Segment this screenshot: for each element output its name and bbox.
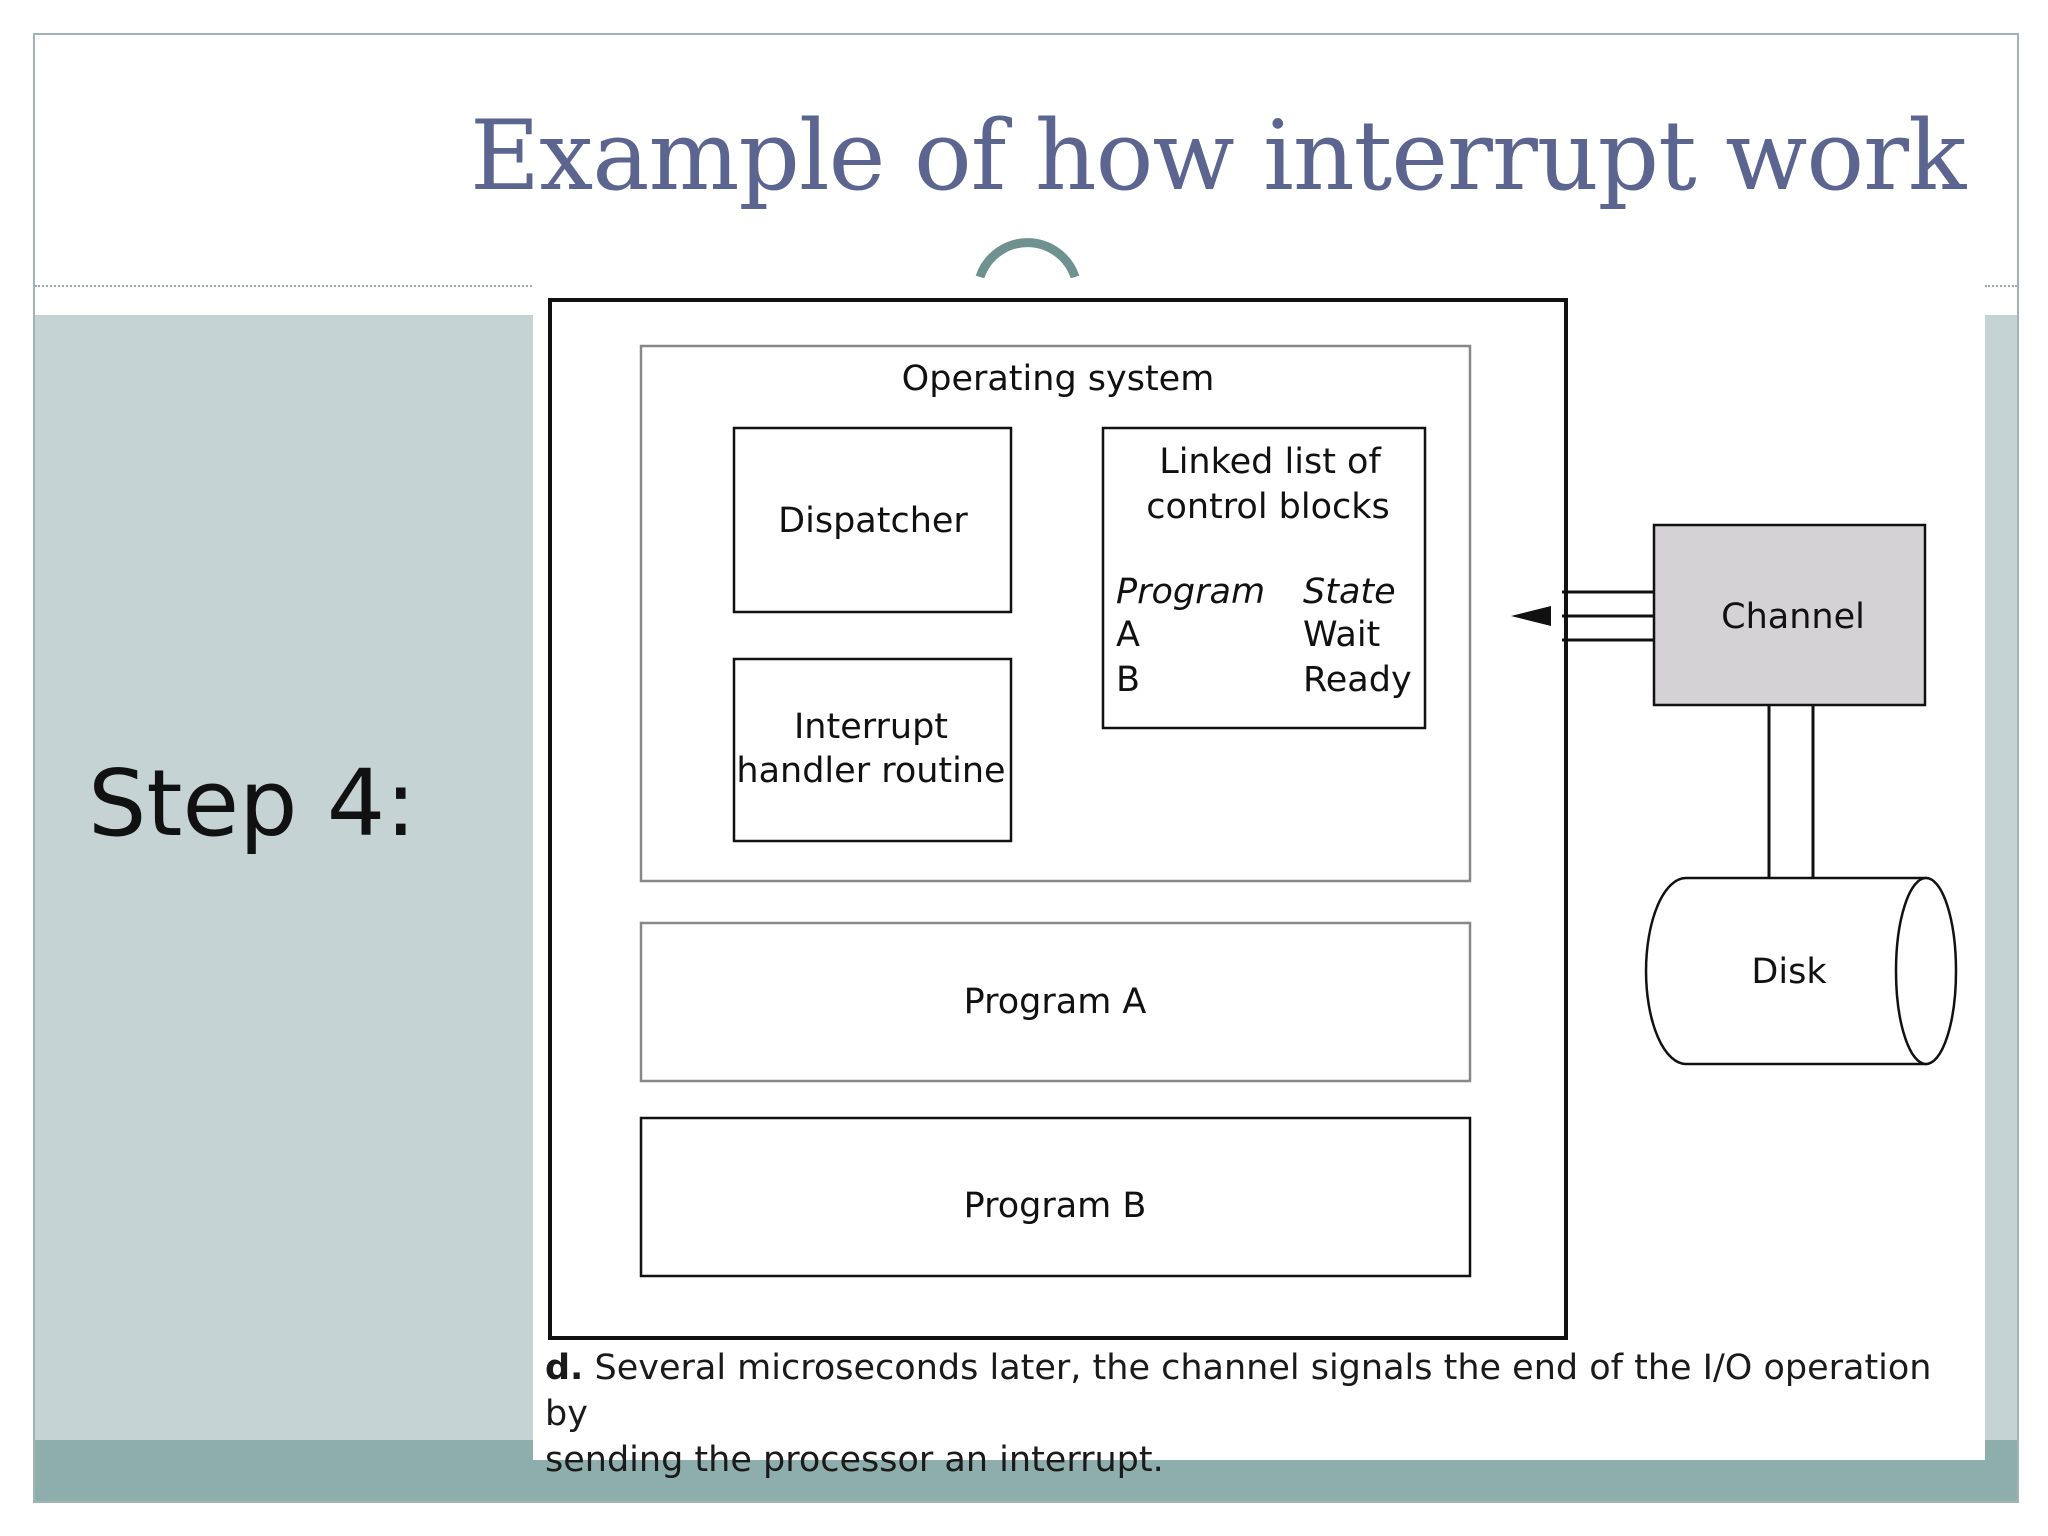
disk-label: Disk xyxy=(1751,952,1827,992)
control-blocks-title-line2: control blocks xyxy=(1146,487,1390,527)
control-blocks-title-line1: Linked list of xyxy=(1159,442,1381,482)
column-header-program: Program xyxy=(1116,572,1265,612)
interrupt-handler-box xyxy=(732,657,1013,843)
caption-line2: sending the processor an interrupt. xyxy=(545,1440,1164,1480)
control-blocks-box xyxy=(1101,426,1427,730)
program-b-label: Program B xyxy=(964,1186,1147,1226)
interrupt-signal-arrow xyxy=(1511,590,1671,642)
title-ornament-arc xyxy=(975,238,1080,279)
figure-caption: d. Several microseconds later, the chann… xyxy=(545,1345,1985,1483)
row-program-a: A xyxy=(1116,615,1140,655)
channel-label: Channel xyxy=(1721,597,1865,637)
dispatcher-label: Dispatcher xyxy=(778,501,968,541)
program-a-label: Program A xyxy=(964,982,1147,1022)
title-divider-right xyxy=(1985,285,2017,287)
figure-panel: Operating system Dispatcher Interrupt ha… xyxy=(533,278,1985,1460)
step-label: Step 4: xyxy=(88,750,417,857)
channel-box xyxy=(1652,523,1927,707)
program-a-box xyxy=(639,921,1472,1083)
interrupt-handler-label-line2: handler routine xyxy=(736,751,1005,791)
row-program-b: B xyxy=(1116,660,1140,700)
slide-title: Example of how interrupt work xyxy=(470,100,1966,212)
row-state-ready: Ready xyxy=(1303,660,1412,700)
caption-letter: d. xyxy=(545,1348,584,1388)
dispatcher-box xyxy=(732,426,1013,614)
disk-cylinder xyxy=(1644,876,1958,1066)
column-header-state: State xyxy=(1303,572,1396,612)
row-state-wait: Wait xyxy=(1303,615,1380,655)
interrupt-diagram: Operating system Dispatcher Interrupt ha… xyxy=(548,298,1958,1340)
interrupt-handler-label-line1: Interrupt xyxy=(794,707,948,747)
operating-system-label: Operating system xyxy=(902,359,1215,399)
program-b-box xyxy=(639,1116,1472,1278)
caption-line1: Several microseconds later, the channel … xyxy=(545,1348,1932,1434)
title-divider-left xyxy=(35,285,532,287)
